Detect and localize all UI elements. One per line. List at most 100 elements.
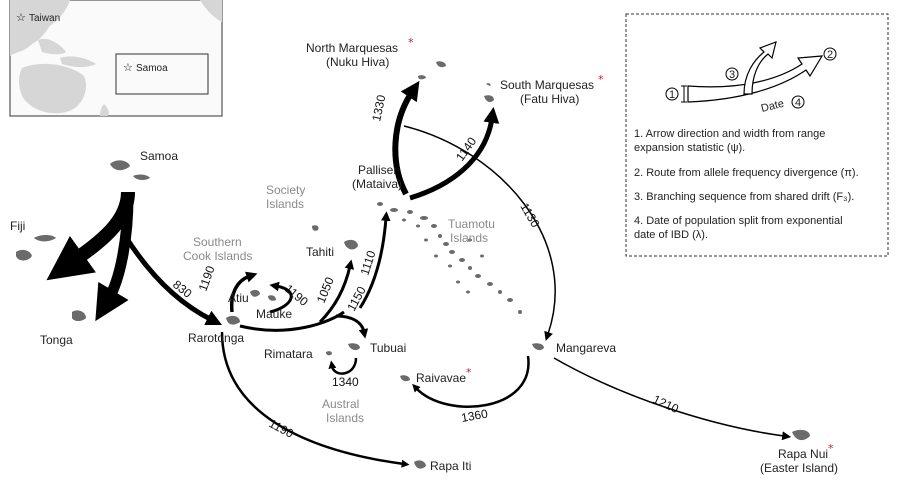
legend-marker-4 — [791, 95, 805, 109]
legend-marker-1 — [665, 87, 679, 101]
inset-asia-land — [10, 0, 70, 56]
arrow-rarotonga-atiu — [229, 271, 258, 313]
island-tahiti — [344, 239, 358, 250]
label-raivavae: Raivavae — [416, 371, 466, 385]
label-rimatara: Rimatara — [264, 347, 313, 361]
legend-marker-1-text: 1 — [669, 89, 675, 101]
legend-item-1a: 1. Arrow direction and width from range — [634, 128, 825, 140]
label-tonga: Tonga — [40, 333, 73, 347]
legend-main-arrow — [687, 55, 824, 103]
island-fatu-hiva — [484, 95, 494, 103]
arrow-north-marquesas — [392, 80, 420, 196]
island-fiji-2 — [16, 249, 32, 261]
migration-arrows — [46, 80, 792, 468]
inset-islands-land — [38, 38, 66, 55]
arrow-atiu-mauke — [269, 281, 293, 314]
date-rarotonga-atiu: 1190 — [196, 264, 218, 293]
island-labels: Samoa Fiji Tonga Rarotonga Southern Cook… — [10, 36, 838, 475]
island-atiu — [250, 289, 260, 297]
label-tuamotu-1: Tuamotu — [448, 217, 495, 231]
label-southern-cook-2: Cook Islands — [183, 249, 252, 263]
label-south-marquesas-1: South Marquesas — [500, 78, 594, 92]
legend-branch-arrow — [743, 41, 777, 95]
island-rapa-nui — [792, 429, 810, 441]
label-north-marquesas-2: (Nuku Hiva) — [326, 55, 389, 69]
island-tubuai — [348, 343, 360, 351]
label-south-marquesas-2: (Fatu Hiva) — [520, 92, 579, 106]
date-rapa-nui: 1210 — [651, 392, 681, 416]
legend-item-4b: date of IBD (λ). — [634, 229, 708, 241]
inset-label-taiwan: Taiwan — [29, 13, 60, 24]
legend-item-2: 2. Route from allele frequency divergenc… — [634, 167, 859, 179]
split-dates: 830 1190 1190 1050 1150 1340 1110 1330 1… — [170, 93, 681, 441]
legend-item-3: 3. Branching sequence from shared drift … — [634, 191, 854, 203]
island-tahiti-2 — [312, 225, 319, 231]
label-palliser-1: Palliser — [358, 163, 397, 177]
inset-australia-land — [19, 63, 86, 114]
label-society-1: Society — [266, 183, 305, 197]
arrow-raivavae — [412, 355, 530, 408]
label-mauke: Mauke — [256, 307, 292, 321]
island-fiji-1 — [34, 235, 56, 242]
label-north-marquesas-1: North Marquesas — [306, 41, 398, 55]
label-tahiti: Tahiti — [306, 245, 334, 259]
arrow-mangareva — [403, 125, 556, 341]
arrow-tahiti — [318, 259, 355, 324]
legend-marker-2 — [823, 47, 837, 61]
legend-date-label: Date — [760, 98, 785, 115]
legend-marker-3 — [725, 67, 739, 81]
island-raivavae — [400, 375, 410, 382]
arrow-tubuai — [335, 314, 369, 339]
island-tonga-1 — [72, 310, 86, 321]
date-north-marquesas: 1330 — [369, 93, 388, 122]
inset-corner-land — [200, 0, 222, 22]
legend-item-1b: expansion statistic (ψ). — [634, 142, 745, 154]
island-tonga-2 — [102, 303, 110, 309]
red-star-icon: * — [828, 442, 834, 455]
label-tubuai: Tubuai — [370, 341, 406, 355]
legend: 1 2 3 Date 4 1. Arrow direction and widt… — [625, 13, 889, 257]
tuamotu-atolls — [377, 202, 522, 314]
island-nuku-hiva-2 — [418, 75, 426, 80]
arrow-rapa-nui — [553, 357, 792, 441]
arrow-south-marquesas — [409, 106, 500, 201]
red-star-icon: * — [408, 36, 414, 49]
inset-label-samoa: Samoa — [136, 63, 168, 74]
date-tahiti: 1050 — [314, 275, 337, 305]
island-nuku-hiva — [436, 61, 446, 68]
legend-marker-2-text: 2 — [827, 49, 833, 61]
island-rarotonga — [226, 315, 240, 325]
inset-map: ☆ Taiwan ☆ Samoa — [9, 0, 223, 117]
inset-newguinea-land — [60, 56, 96, 67]
island-samoa-1 — [110, 160, 130, 171]
inset-samoa-box — [115, 53, 209, 95]
arrow-samoa-tonga — [95, 195, 134, 322]
island-samoa-2 — [133, 174, 150, 181]
label-mangareva: Mangareva — [556, 341, 616, 355]
label-fiji: Fiji — [10, 219, 25, 233]
label-austral-1: Austral — [322, 397, 359, 411]
red-star-icon: * — [466, 366, 472, 379]
legend-marker-3-text: 3 — [729, 69, 735, 81]
island-mauke — [268, 295, 276, 301]
island-rimatara — [326, 351, 332, 356]
island-mangareva — [532, 343, 544, 351]
arrow-rapa-iti — [220, 331, 410, 468]
label-rapa-nui-1: Rapa Nui — [778, 447, 828, 461]
label-austral-2: Islands — [326, 411, 364, 425]
inset-nz-land — [100, 104, 109, 116]
label-southern-cook-1: Southern — [193, 235, 242, 249]
label-atiu: Atiu — [228, 291, 249, 305]
label-samoa: Samoa — [140, 149, 178, 163]
label-rapa-iti: Rapa Iti — [430, 459, 471, 473]
legend-item-4a: 4. Date of population split from exponen… — [634, 215, 843, 227]
label-rarotonga: Rarotonga — [188, 331, 244, 345]
arrow-samoa-rarotonga — [121, 232, 223, 326]
legend-marker-4-text: 4 — [795, 97, 801, 109]
date-raivavae: 1360 — [460, 406, 489, 424]
label-society-2: Islands — [266, 197, 304, 211]
star-outline-icon: ☆ — [16, 11, 26, 24]
date-rimatara: 1340 — [332, 375, 359, 389]
red-star-icon: * — [598, 73, 604, 86]
label-tuamotu-2: Islands — [450, 231, 488, 245]
